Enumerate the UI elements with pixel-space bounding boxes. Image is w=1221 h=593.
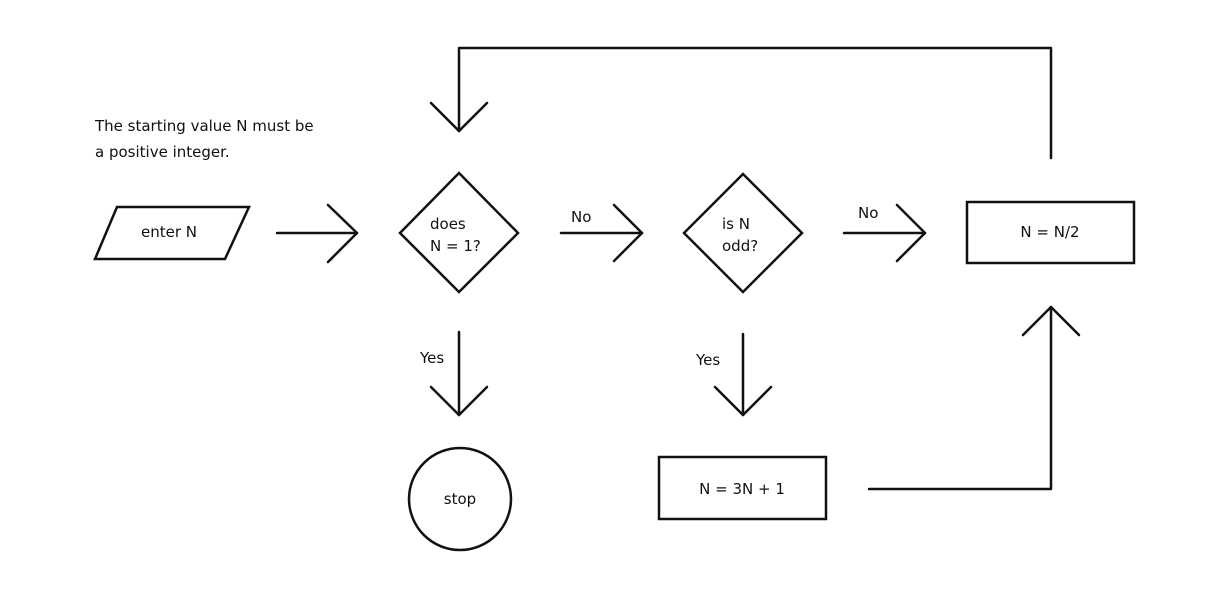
arrow-input-to-decision1 [275,203,359,264]
arrow-decision2-no [842,203,927,263]
halve-process-node: N = N/2 [965,200,1136,265]
arrow-triple-to-halve [867,305,1081,491]
triple-process-node: N = 3N + 1 [657,455,828,521]
decision1-diamond [398,171,520,294]
decision2-diamond [682,172,804,294]
halve-process-box [965,200,1136,265]
decision2-label-line1: is N [722,215,750,233]
decision2-label-line2: odd? [722,237,758,255]
input-parallelogram [93,205,251,261]
decision1-no-label: No [571,208,591,226]
arrow-decision1-no [559,203,644,263]
decision2-no-label: No [858,204,878,222]
input-label: enter N [141,223,197,241]
decision1-label-line2: N = 1? [430,237,481,255]
decision-node-2: is N odd? [682,172,804,294]
decision-node-1: does N = 1? [398,171,520,294]
decision2-yes-label: Yes [695,351,720,369]
stop-terminal-node: stop [407,446,513,552]
triple-process-label: N = 3N + 1 [699,480,785,498]
stop-label: stop [444,490,476,508]
arrow-decision1-yes [429,330,489,417]
stop-circle [407,446,513,552]
note-line-2: a positive integer. [95,143,230,161]
decision1-yes-label: Yes [419,349,444,367]
arrow-decision2-yes [713,332,773,417]
halve-process-label: N = N/2 [1020,223,1079,241]
input-node: enter N [93,205,251,261]
arrow-loop-back [429,46,1053,160]
decision1-label-line1: does [430,215,466,233]
note-line-1: The starting value N must be [94,117,314,135]
triple-process-box [657,455,828,521]
